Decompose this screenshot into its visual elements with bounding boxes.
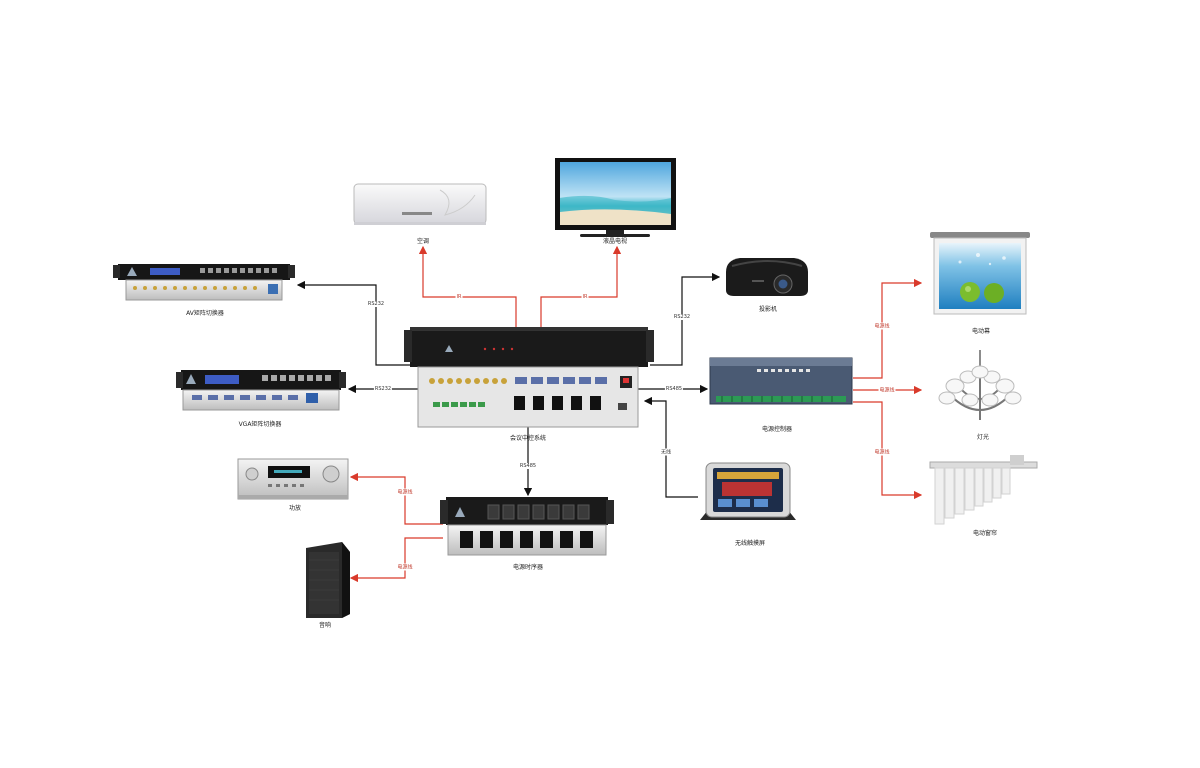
power-controller-device bbox=[709, 357, 853, 405]
link-label-rs485-seq: RS485 bbox=[518, 463, 538, 469]
link-speaker bbox=[349, 537, 443, 583]
link-label-ir-tv: IR bbox=[581, 294, 589, 300]
label-light: 灯光 bbox=[976, 434, 990, 441]
link-amplifier bbox=[349, 472, 443, 525]
label-curtain: 电动窗帘 bbox=[972, 530, 998, 537]
link-screen bbox=[853, 278, 923, 379]
link-projector bbox=[650, 272, 721, 366]
central-controller bbox=[404, 327, 654, 428]
label-amplifier: 功放 bbox=[288, 505, 302, 512]
link-tv bbox=[540, 245, 622, 328]
label-projector: 投影机 bbox=[758, 306, 778, 313]
link-label-rs232-vga: RS232 bbox=[373, 386, 393, 392]
projector-device bbox=[726, 258, 808, 296]
label-central-controller: 会议中控系统 bbox=[509, 435, 547, 442]
label-power-controller: 电源控制器 bbox=[761, 426, 793, 433]
label-av-matrix: AV矩阵切换器 bbox=[186, 310, 224, 317]
link-label-rs232-av: RS232 bbox=[366, 301, 386, 307]
sequencer-device bbox=[440, 497, 614, 556]
link-label-power-screen: 电源线 bbox=[873, 322, 891, 330]
label-screen: 电动幕 bbox=[971, 328, 991, 335]
label-sequencer: 电源时序器 bbox=[512, 564, 544, 571]
link-label-power-light: 电源线 bbox=[878, 386, 896, 394]
link-label-power-speaker: 电源线 bbox=[396, 563, 414, 571]
link-av-matrix bbox=[296, 280, 410, 366]
curtain-device bbox=[929, 455, 1038, 525]
speaker-device bbox=[306, 542, 350, 618]
touch-panel-device bbox=[700, 462, 796, 520]
link-label-wireless: 无线 bbox=[659, 448, 673, 456]
link-aircon bbox=[418, 245, 517, 328]
link-label-ir-aircon: IR bbox=[455, 294, 463, 300]
label-aircon: 空调 bbox=[416, 238, 430, 245]
projection-screen-device bbox=[930, 232, 1030, 315]
label-vga-matrix: VGA矩阵切换器 bbox=[238, 421, 282, 428]
link-label-power-amp: 电源线 bbox=[396, 488, 414, 496]
av-matrix-device bbox=[113, 264, 295, 301]
label-touch-panel: 无线触摸屏 bbox=[734, 540, 766, 547]
amplifier-device bbox=[237, 458, 349, 500]
label-speaker: 音响 bbox=[318, 622, 332, 629]
vga-matrix-device bbox=[176, 370, 346, 411]
chandelier-device bbox=[938, 350, 1022, 420]
power-links bbox=[349, 245, 923, 583]
aircon-device bbox=[353, 183, 487, 225]
link-label-rs232-projector: RS232 bbox=[672, 314, 692, 320]
tv-device bbox=[555, 158, 676, 237]
link-label-rs485-power: RS485 bbox=[664, 386, 684, 392]
label-tv: 液晶电视 bbox=[602, 238, 628, 245]
link-label-power-curtain: 电源线 bbox=[873, 448, 891, 456]
